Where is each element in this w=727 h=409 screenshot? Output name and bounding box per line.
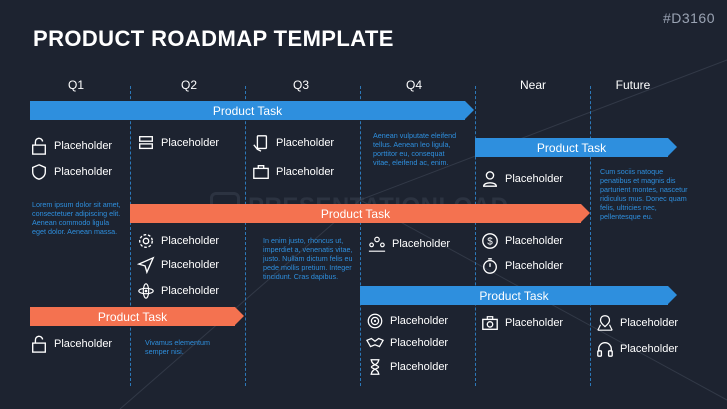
map-pin-icon	[597, 315, 613, 331]
item-label: Placeholder	[390, 315, 449, 327]
briefcase-icon	[253, 165, 269, 179]
task-bar-label: Product Task	[479, 288, 549, 303]
note-future: Cum sociis natoque penatibus et magnis d…	[600, 167, 688, 221]
note-q4: Aenean vulputate eleifend tellus. Aenean…	[373, 131, 457, 167]
list-item: Placeholder	[30, 334, 112, 354]
column-divider	[130, 86, 131, 386]
column-divider	[360, 86, 361, 386]
bar-arrow-icon	[235, 307, 244, 325]
column-label-future: Future	[615, 78, 651, 92]
list-item: Placeholder	[137, 231, 219, 251]
list-item: Placeholder	[137, 281, 219, 301]
list-item: Placeholder	[137, 255, 219, 275]
atom-icon	[138, 283, 154, 299]
paper-plane-icon	[137, 256, 155, 274]
hourglass-icon	[370, 359, 380, 375]
handshake-icon	[366, 337, 384, 348]
stopwatch-icon	[483, 258, 497, 274]
list-item: Placeholder	[481, 169, 563, 189]
list-item: Placeholder	[366, 333, 448, 353]
item-label: Placeholder	[505, 317, 564, 329]
task-bar-1[interactable]: Product Task	[30, 101, 474, 120]
bar-arrow-icon	[668, 286, 677, 304]
tablet-hand-icon	[253, 135, 268, 152]
list-item: Placeholder	[596, 339, 678, 359]
item-label: Placeholder	[54, 338, 113, 350]
team-icon	[368, 236, 386, 252]
target-icon	[367, 313, 383, 329]
task-bar-label: Product Task	[320, 206, 391, 221]
item-label: Placeholder	[54, 140, 113, 152]
task-bar-label: Product Task	[212, 103, 283, 118]
column-label-q2: Q2	[180, 78, 197, 92]
task-bar-label: Product Task	[97, 309, 168, 324]
headphones-icon	[597, 342, 613, 357]
item-label: Placeholder	[505, 235, 564, 247]
list-item: Placeholder	[30, 162, 112, 182]
item-label: Placeholder	[620, 317, 679, 329]
user-icon	[483, 171, 497, 187]
list-item: Placeholder	[596, 313, 678, 333]
item-label: Placeholder	[620, 343, 679, 355]
item-label: Placeholder	[161, 285, 220, 297]
list-item: Placeholder	[252, 133, 334, 153]
item-label: Placeholder	[161, 259, 220, 271]
column-divider	[475, 86, 476, 386]
item-label: Placeholder	[161, 235, 220, 247]
item-label: Placeholder	[505, 260, 564, 272]
list-item: Placeholder	[252, 162, 334, 182]
task-bar-2[interactable]: Product Task	[475, 138, 677, 157]
column-divider	[245, 86, 246, 386]
camera-icon	[482, 316, 498, 330]
item-label: Placeholder	[161, 137, 220, 149]
list-item: Placeholder	[30, 136, 112, 156]
note-q3: In enim justo, rhoncus ut, imperdiet a, …	[263, 236, 353, 281]
column-label-q3: Q3	[292, 78, 309, 92]
server-icon	[139, 136, 153, 150]
item-label: Placeholder	[390, 361, 449, 373]
note-q2: Vivamus elementum semper nisi.	[145, 338, 210, 356]
list-item: Placeholder	[366, 311, 448, 331]
column-label-q1: Q1	[67, 78, 84, 92]
shield-icon	[32, 164, 46, 180]
list-item: Placeholder	[366, 357, 448, 377]
dollar-icon: $	[482, 233, 498, 249]
column-label-near: Near	[519, 78, 546, 92]
bar-arrow-icon	[581, 204, 590, 222]
bar-arrow-icon	[465, 101, 474, 119]
column-divider	[590, 86, 591, 386]
slide-code: #D3160	[662, 10, 715, 26]
item-label: Placeholder	[505, 173, 564, 185]
item-label: Placeholder	[54, 166, 113, 178]
list-item: Placeholder	[137, 133, 219, 153]
item-label: Placeholder	[392, 238, 451, 250]
task-bar-label: Product Task	[536, 140, 607, 155]
item-label: Placeholder	[276, 137, 335, 149]
task-bar-4[interactable]: Product Task	[360, 286, 677, 305]
list-item: Placeholder	[481, 313, 563, 333]
item-label: Placeholder	[276, 166, 335, 178]
bar-arrow-icon	[668, 138, 677, 156]
column-label-q4: Q4	[405, 78, 422, 92]
list-item: Placeholder	[481, 256, 563, 276]
item-label: Placeholder	[390, 337, 449, 349]
page-title: PRODUCT ROADMAP TEMPLATE	[33, 26, 394, 51]
lock-open-icon	[32, 137, 46, 155]
task-bar-5[interactable]: Product Task	[30, 307, 244, 326]
list-item: $ Placeholder	[481, 231, 563, 251]
svg-text:$: $	[487, 237, 493, 248]
list-item: Placeholder	[368, 234, 450, 254]
task-bar-3[interactable]: Product Task	[130, 204, 590, 223]
gear-icon	[139, 234, 153, 248]
note-q1: Lorem ipsum dolor sit amet, consectetuer…	[32, 200, 121, 236]
lock-open-icon	[32, 335, 46, 353]
